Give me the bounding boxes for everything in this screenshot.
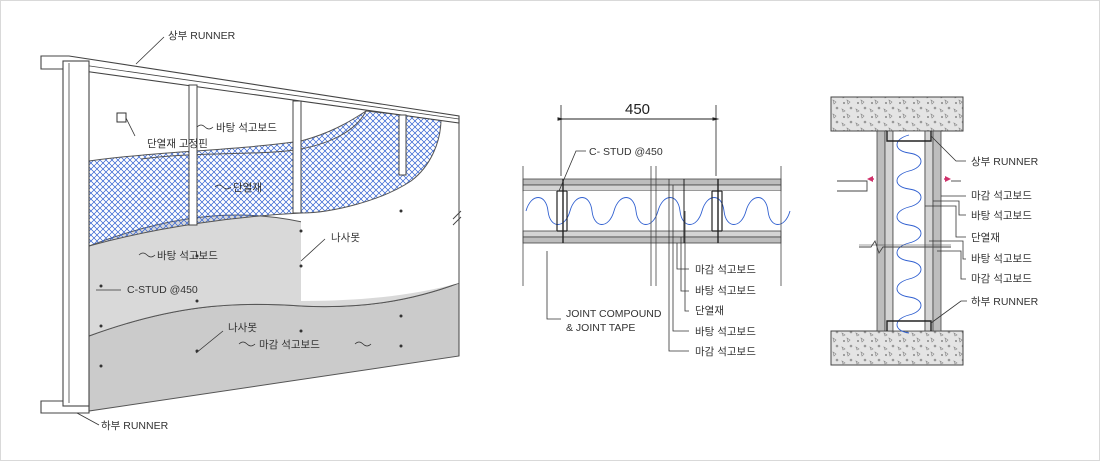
section-layer-2: 바탕 석고보드 [971,210,1032,222]
label-base-board-2: 바탕 석고보드 [157,250,218,262]
label-base-board: 바탕 석고보드 [216,122,277,134]
section-layer-4: 바탕 석고보드 [971,253,1032,265]
label-insulation: 단열재 [233,182,262,194]
section-bottom-runner: 하부 RUNNER [971,295,1039,308]
stud-2 [188,84,198,226]
label-screw: 나사못 [331,232,360,244]
section-top-runner: 상부 RUNNER [971,156,1039,168]
label-top-runner: 상부 RUNNER [168,30,236,42]
label-stud: C-STUD @450 [127,284,198,296]
label-insulation-pin: 단열재 고정핀 [147,138,208,150]
section-layer-5: 마감 석고보드 [971,273,1032,285]
bottom-slab [830,330,964,366]
section-layer-3: 단열재 [971,232,1000,244]
label-bottom-runner: 하부 RUNNER [101,419,169,432]
stud-4 [398,114,407,176]
plan-joint-line2: & JOINT TAPE [566,322,635,334]
section-insulation-loops [896,134,922,334]
plan-layer-5: 마감 석고보드 [695,346,756,358]
plan-layer-2: 바탕 석고보드 [695,285,756,297]
end-stud [62,60,90,407]
insulation-pin [116,112,127,123]
top-runner-shape [40,55,460,124]
section-layer-1: 마감 석고보드 [971,190,1032,202]
stud-3 [292,100,302,214]
plan-joint-line1: JOINT COMPOUND [566,308,662,320]
insulation-shape [88,110,442,247]
plan-stud-label: C- STUD @450 [589,146,663,158]
plan-section-view: 450 C- STUD @450 JOINT COMPOUND & JOINT … [522,101,791,358]
upper-board-edge [140,110,367,160]
plan-layer-4: 바탕 석고보드 [695,326,756,338]
top-slab [830,96,964,132]
screw-marks [99,209,403,368]
dimension-450: 450 [625,101,650,118]
label-finish-board: 마감 석고보드 [259,339,320,351]
vertical-section-view: 상부 RUNNER 마감 석고보드 바탕 석고보드 단열재 바탕 석고보드 마감… [830,96,1039,366]
plan-insulation-loops [525,197,791,225]
base-board-white [301,171,459,301]
plan-layer-1: 마감 석고보드 [695,264,756,276]
label-screw-2: 나사못 [228,322,257,334]
isometric-wall-view: 상부 RUNNER 하부 RUNNER 바탕 석고보드 단열재 고정핀 단열재 … [40,30,462,432]
plan-layer-3: 단열재 [695,305,724,317]
